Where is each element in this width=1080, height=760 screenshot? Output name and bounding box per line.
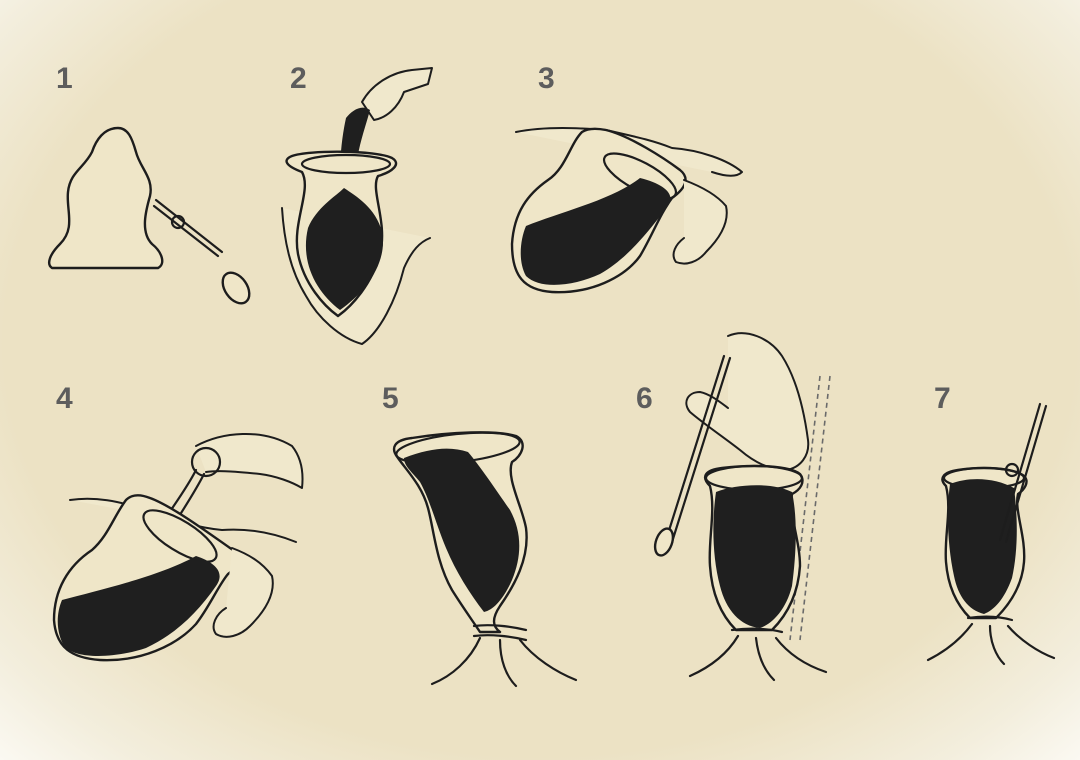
stand-leg-7a xyxy=(928,624,972,660)
stand-leg-7c xyxy=(1008,626,1054,658)
stand-leg-7b xyxy=(990,626,1004,664)
